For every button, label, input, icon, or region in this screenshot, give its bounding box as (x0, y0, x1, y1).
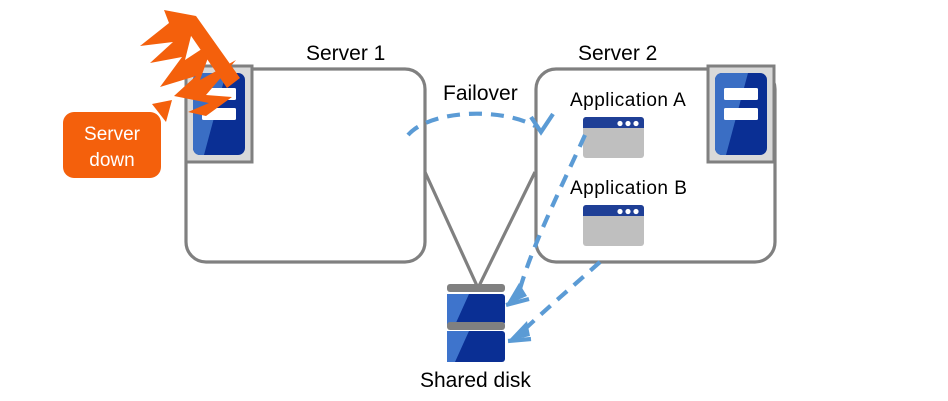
server2-title: Server 2 (578, 42, 658, 65)
app-window-icon (583, 117, 644, 158)
failover-label: Failover (443, 82, 518, 105)
alert-burst-icon (140, 10, 240, 116)
app-window-icon (583, 205, 644, 246)
app-a-to-disk-arrow (505, 134, 587, 308)
application-a-label: Application A (570, 90, 687, 111)
server-icon (706, 64, 776, 164)
failover-arrow (406, 111, 555, 137)
app-b-to-disk-arrow (507, 260, 602, 344)
storage-connector-lines (423, 171, 537, 289)
server-down-callout (63, 100, 172, 178)
shared-disk-label: Shared disk (420, 369, 531, 392)
server1-title: Server 1 (306, 42, 386, 65)
application-b-label: Application B (570, 178, 688, 199)
disk-stack-icon (447, 284, 505, 362)
